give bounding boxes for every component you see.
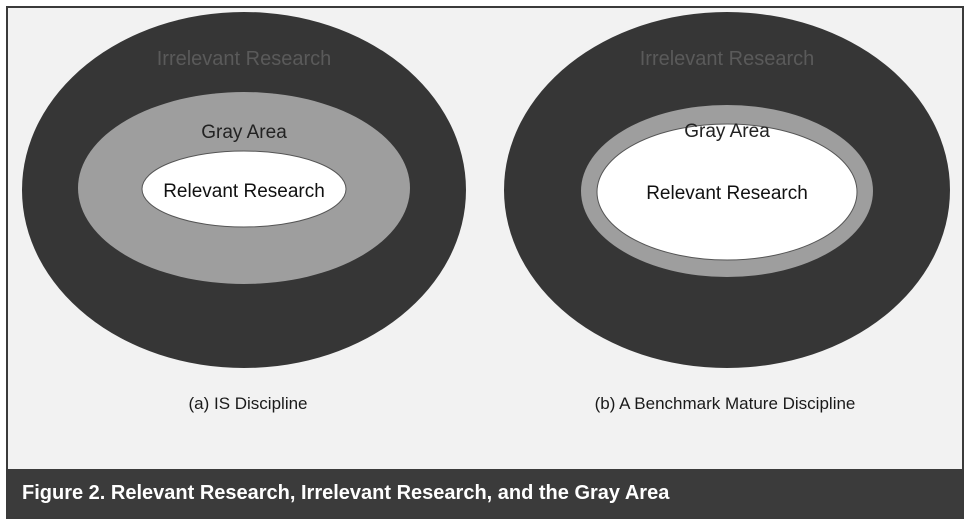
irrelevant-research-label: Irrelevant Research — [640, 48, 815, 70]
panel-caption: (b) A Benchmark Mature Discipline — [594, 394, 856, 413]
gray-area-label: Gray Area — [684, 121, 770, 142]
relevant-research-ellipse — [141, 150, 347, 228]
figure-frame: Irrelevant Research Gray Area Relevant R… — [6, 6, 964, 519]
diagram-is-discipline: Irrelevant Research Gray Area Relevant R… — [22, 12, 466, 368]
panel-benchmark-discipline: Irrelevant Research Gray Area Relevant R… — [488, 8, 962, 468]
diagram-benchmark-discipline: Irrelevant Research Gray Area Relevant R… — [504, 12, 950, 368]
panel-caption: (a) IS Discipline — [188, 394, 308, 413]
gray-area-label: Gray Area — [201, 122, 287, 143]
relevant-research-ellipse — [596, 123, 858, 261]
irrelevant-research-label: Irrelevant Research — [157, 48, 332, 70]
figure-caption: Figure 2. Relevant Research, Irrelevant … — [8, 469, 962, 517]
panel-is-discipline: Irrelevant Research Gray Area Relevant R… — [8, 8, 488, 468]
relevant-research-label: Relevant Research — [646, 183, 808, 204]
relevant-research-label: Relevant Research — [163, 181, 325, 202]
